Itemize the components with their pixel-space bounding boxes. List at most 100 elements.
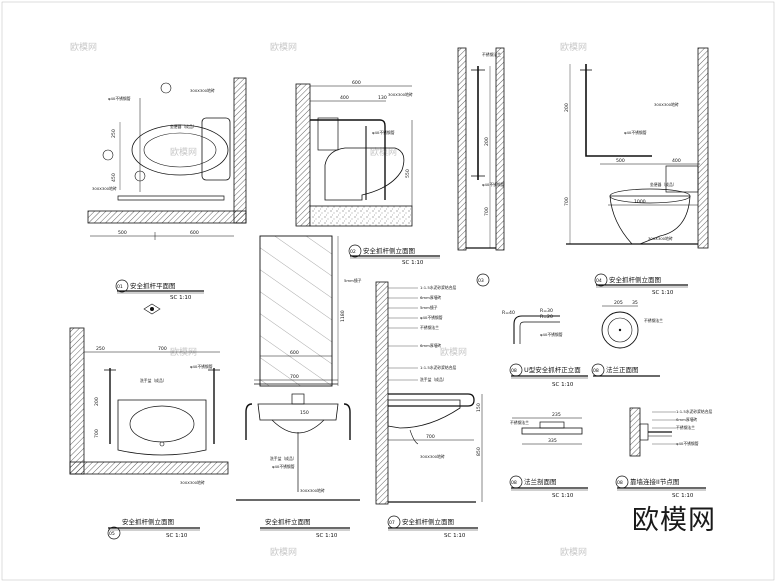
dimension-label: 850: [476, 447, 482, 456]
view-02-side-elevation: 600 400 130 550 300X300地砖 φ40不锈钢管 02 安全抓…: [295, 80, 440, 266]
view-number-circle: [115, 279, 129, 293]
annotation: 300X300地砖: [180, 480, 205, 485]
view-number: 02: [350, 249, 356, 255]
basin-outline: [117, 399, 207, 456]
view-title: U型安全抓杆正立面: [524, 365, 581, 374]
wall-section: [69, 461, 229, 475]
basin-front: [257, 403, 339, 421]
dimension-label: 700: [94, 429, 100, 438]
basin-bowl: [129, 405, 195, 443]
watermark-text: 欧模网: [560, 546, 587, 558]
view-number: 05: [109, 531, 115, 537]
dimension-label: 250: [111, 129, 117, 138]
flange-inner: [607, 317, 633, 343]
view-number-circle: [594, 273, 608, 287]
dimension-label: 35: [632, 300, 638, 306]
grab-rail: [310, 119, 386, 200]
view-01-plan: 500 600 250 450 φ40不锈钢管 300X300地砖 坐便器（成品…: [87, 77, 247, 315]
annotation: 不锈钢法兰: [510, 420, 529, 425]
wall-section: [375, 281, 389, 505]
annotation: 不锈钢法兰: [482, 52, 501, 57]
watermark-text: 欧模网: [170, 146, 197, 158]
annotation: 300X300地砖: [92, 186, 117, 191]
annotation: 300X300地砖: [190, 88, 215, 93]
dimension-label: 500: [118, 230, 127, 236]
watermark-text: 欧模网: [70, 41, 97, 53]
wall-section: [495, 47, 505, 251]
annotation: 1:1.5水泥砂浆结合层: [420, 285, 457, 290]
annotation: φ40不锈钢管: [272, 464, 295, 469]
annotation: 洗手盆（成品）: [140, 378, 167, 383]
dimension-label: R=40: [502, 310, 515, 316]
dimension-label: 1180: [340, 310, 346, 322]
annotation: 300X300地砖: [388, 92, 413, 97]
section-marker: [102, 149, 114, 161]
view-title: 安全抓杆侧立面图: [363, 246, 415, 255]
annotation: φ40不锈钢管: [482, 182, 505, 187]
flange-section: [521, 427, 583, 435]
wall-section: [233, 77, 247, 224]
watermark-text: 欧模网: [560, 41, 587, 53]
view-number: 08: [511, 480, 517, 486]
view-scale: SC 1:10: [552, 493, 574, 499]
north-arrow-icon: [143, 303, 161, 315]
annotation: 6mm厚墙砖: [420, 295, 441, 300]
view-07-side-elevation: 1:1.5水泥砂浆结合层 6mm厚墙砖 5mm镜子 φ40不锈钢管 不锈钢法兰 …: [375, 281, 483, 539]
view-scale: SC 1:10: [170, 295, 192, 301]
toilet-seat: [143, 132, 217, 168]
annotation: 坐便器（成品）: [650, 182, 677, 187]
dimension-label: 130: [378, 95, 387, 101]
annotation: 5mm镜子: [420, 305, 438, 310]
grab-rail: [245, 403, 253, 440]
watermark-text: 欧模网: [270, 546, 297, 558]
dimension-label: 700: [426, 434, 435, 440]
dimension-label: 450: [111, 173, 117, 182]
dimension-label: 700: [158, 346, 167, 352]
toilet-tank: [317, 117, 339, 151]
annotation: 300X300地砖: [654, 102, 679, 107]
grab-rail: [388, 393, 475, 407]
view-number: 04: [596, 278, 602, 284]
view-number-circle: [476, 273, 490, 287]
annotation: 洗手盆（成品）: [270, 456, 297, 461]
dimension-label: 200: [564, 103, 570, 112]
wall-section: [457, 47, 467, 251]
flange-outer: [601, 311, 639, 349]
wall-section: [629, 407, 641, 457]
faucet: [291, 393, 305, 405]
annotation: φ40不锈钢管: [624, 130, 647, 135]
annotation: 6mm厚墙砖: [420, 343, 441, 348]
dimension-label: 250: [96, 346, 105, 352]
annotation: φ40不锈钢管: [420, 315, 443, 320]
watermark-text: 欧模网: [270, 41, 297, 53]
dimension-label: 400: [340, 95, 349, 101]
annotation: 300X300地砖: [300, 488, 325, 493]
brand-logo: 欧模网: [632, 505, 716, 536]
view-scale: SC 1:10: [402, 260, 424, 266]
annotation: 坐便器（成品）: [170, 124, 197, 129]
dimension-label: 700: [564, 197, 570, 206]
view-number-circle: [107, 526, 121, 540]
view-scale: SC 1:10: [166, 533, 188, 539]
annotation: 1:1.5水泥砂浆结合层: [676, 409, 713, 414]
dimension-label: 600: [290, 350, 299, 356]
view-number: 08: [593, 368, 599, 374]
dimension-label: 500: [616, 158, 625, 164]
dimension-label: 700: [484, 207, 490, 216]
view-title: 安全抓杆平面图: [130, 281, 176, 290]
view-number: 01: [117, 284, 123, 290]
view-06-basin-front-elevation: 600 700 1180 150 5mm镜子 洗手盆（成品） φ40不锈钢管 3…: [236, 235, 362, 539]
annotation: φ40不锈钢管: [372, 130, 395, 135]
view-05-basin-elevation: 250 700 200 700 洗手盆（成品） φ40不锈钢管 300X300地…: [69, 327, 229, 540]
view-number-circle: [348, 244, 362, 258]
wall-section: [697, 47, 709, 249]
toilet-front: [609, 195, 691, 245]
dimension-label: 200: [94, 397, 100, 406]
dimension-label: 235: [552, 412, 561, 418]
annotation: 300X300地砖: [420, 454, 445, 459]
annotation: φ40不锈钢管: [540, 332, 563, 337]
floor-slab: [309, 205, 413, 227]
view-scale: SC 1:10: [672, 493, 694, 499]
